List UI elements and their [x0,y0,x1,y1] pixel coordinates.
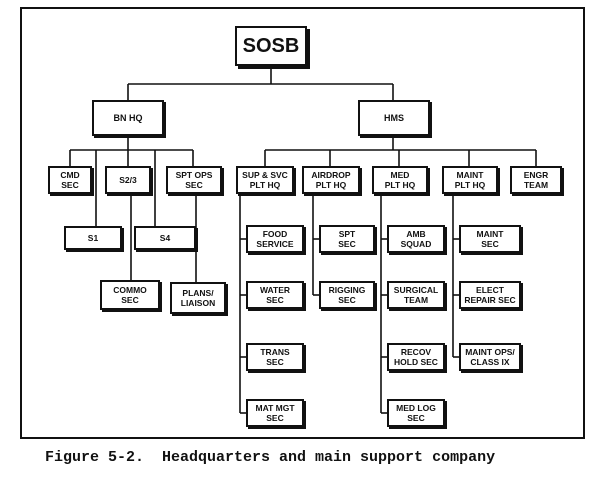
node-spt-ops-sec: SPT OPS SEC [166,166,222,194]
node-bn-hq: BN HQ [92,100,164,136]
node-s4: S4 [134,226,196,250]
node-med-log-sec: MED LOG SEC [387,399,445,427]
node-s1: S1 [64,226,122,250]
node-sosb: SOSB [235,26,307,66]
node-mat-mgt-sec: MAT MGT SEC [246,399,304,427]
node-commo-sec: COMMO SEC [100,280,160,310]
node-trans-sec: TRANS SEC [246,343,304,371]
node-rigging-sec: RIGGING SEC [319,281,375,309]
node-recov-hold-sec: RECOV HOLD SEC [387,343,445,371]
node-amb-squad: AMB SQUAD [387,225,445,253]
node-elect-repair-sec: ELECT REPAIR SEC [459,281,521,309]
chart-frame [20,7,585,439]
node-water-sec: WATER SEC [246,281,304,309]
node-s2-3: S2/3 [105,166,151,194]
node-hms: HMS [358,100,430,136]
figure-caption: Figure 5-2. Headquarters and main suppor… [45,449,496,466]
node-maint-ops-class-ix: MAINT OPS/ CLASS IX [459,343,521,371]
node-plans-liaison: PLANS/ LIAISON [170,282,226,314]
node-surgical-team: SURGICAL TEAM [387,281,445,309]
node-food-service: FOOD SERVICE [246,225,304,253]
node-cmd-sec: CMD SEC [48,166,92,194]
node-airdrop-plt-hq: AIRDROP PLT HQ [302,166,360,194]
node-engr-team: ENGR TEAM [510,166,562,194]
node-spt-sec: SPT SEC [319,225,375,253]
node-med-plt-hq: MED PLT HQ [372,166,428,194]
node-maint-sec: MAINT SEC [459,225,521,253]
node-maint-plt-hq: MAINT PLT HQ [442,166,498,194]
node-sup-svc-plt-hq: SUP & SVC PLT HQ [236,166,294,194]
